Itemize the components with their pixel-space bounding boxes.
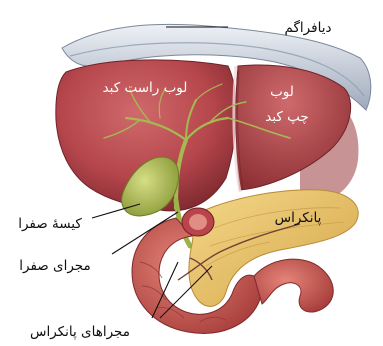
jejunum-shape xyxy=(254,259,333,312)
label-left-lobe-line2: چپ کبد xyxy=(265,109,308,125)
label-gallbladder: کیسهٔ صفرا xyxy=(18,216,82,232)
label-right-lobe: لوب راست کبد xyxy=(103,80,188,96)
label-diaphragm: دیافراگم xyxy=(285,19,332,36)
label-pancreas: پانکراس xyxy=(275,210,322,226)
label-bile-duct: مجرای صفرا xyxy=(19,258,91,274)
label-pancreatic-ducts: مجراهای پانکراس xyxy=(30,324,130,340)
label-left-lobe-line1: لوب xyxy=(270,84,294,100)
pylorus-inner xyxy=(189,214,207,230)
